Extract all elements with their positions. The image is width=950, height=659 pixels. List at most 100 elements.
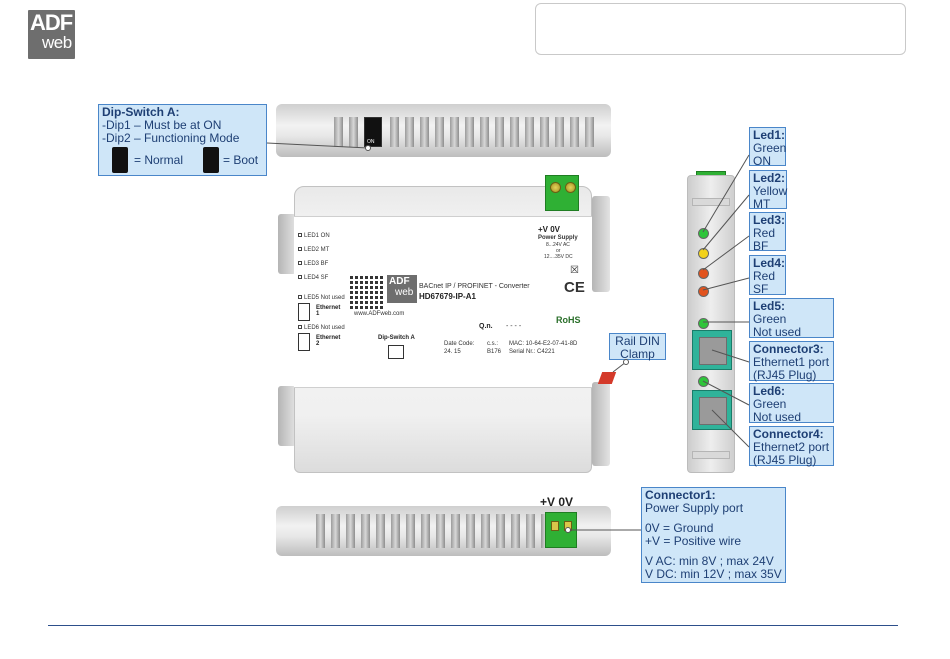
cs-value: B176 — [487, 349, 502, 355]
dip-switch-a-icon — [388, 345, 404, 359]
led5-text: LED5 Not used — [298, 295, 345, 301]
right-clip-bottom — [592, 382, 610, 466]
side-bottom-plate — [692, 451, 730, 459]
callout-led6: Led6: Green Not used — [749, 383, 834, 424]
callout-title: Led6: — [753, 384, 786, 398]
callout-title: Led5: — [753, 299, 786, 313]
callout-led2: Led2: Yellow MT — [749, 170, 788, 211]
callout-line: Ethernet2 port — [753, 440, 830, 454]
rohs-mark: RoHS — [556, 315, 581, 325]
mini-logo-adf: ADF — [389, 276, 410, 287]
rail-din-clamp — [597, 372, 617, 384]
callout-line: Not used — [753, 325, 802, 339]
power-terminal-label: +V 0V — [538, 225, 561, 234]
terminal-slot — [551, 521, 559, 531]
callout-title: Led2: — [753, 171, 786, 185]
led3-indicator — [698, 268, 709, 279]
callout-led5: Led5: Green Not used — [749, 298, 834, 339]
callout-line: -Dip1 – Must be at ON — [102, 118, 222, 132]
callout-dip-switch: Dip-Switch A: -Dip1 – Must be at ON -Dip… — [98, 104, 267, 176]
dip-normal-icon — [112, 147, 128, 173]
top-rail-fins — [334, 117, 358, 147]
callout-line: MT — [753, 197, 771, 211]
led1-text: LED1 ON — [298, 233, 330, 239]
callout-title: Led1: — [753, 128, 786, 142]
led4-indicator — [698, 286, 709, 297]
callout-title: Connector3: — [753, 342, 824, 356]
module-mini-logo: ADF web — [387, 275, 417, 303]
callout-led1: Led1: Green ON — [749, 127, 787, 168]
power-terminal-bottom — [545, 512, 577, 548]
bottom-rail-fins — [316, 514, 550, 548]
weee-icon: ☒ — [570, 265, 579, 276]
mini-logo-web: web — [395, 287, 414, 298]
power-dc-label: 12....35V DC — [544, 254, 573, 260]
callout-line: Red — [753, 226, 776, 240]
callout-line: Red — [753, 269, 776, 283]
led2-text: LED2 MT — [298, 247, 329, 253]
side-top-plate — [692, 198, 730, 206]
callout-line: Power Supply port — [645, 501, 744, 515]
led2-indicator — [698, 248, 709, 259]
top-rail-fins-right — [390, 117, 594, 147]
product-name: BACnet IP / PROFINET - Converter — [419, 283, 530, 290]
callout-line: Clamp — [620, 347, 655, 361]
power-or-label: or — [556, 248, 561, 254]
qr-code-mask — [350, 275, 384, 309]
logo-adf-text: ADF — [30, 10, 73, 35]
ethernet1-rj45-port — [692, 330, 732, 370]
ce-mark: CE — [564, 279, 585, 296]
top-dip-on-label: ON — [367, 139, 375, 145]
led5-indicator — [698, 318, 709, 329]
callout-line: -Dip2 – Functioning Mode — [102, 131, 240, 145]
terminal-slot — [564, 521, 572, 531]
callout-title: Dip-Switch A: — [102, 105, 180, 119]
screw-icon — [565, 182, 576, 193]
callout-line: Green — [753, 397, 787, 411]
bottom-terminal-label: +V 0V — [540, 495, 574, 509]
dip-boot-label: = Boot — [223, 153, 259, 167]
callout-line: 0V = Ground — [645, 521, 714, 535]
callout-title: Led4: — [753, 256, 786, 270]
product-code: HD67679-IP-A1 — [419, 292, 476, 301]
dip-boot-icon — [203, 147, 219, 173]
callout-line: Green — [753, 312, 787, 326]
dip-switch-a-label: Dip-Switch A — [378, 335, 415, 341]
led1-indicator — [698, 228, 709, 239]
qn-value: - - - - — [506, 323, 522, 330]
led4-text: LED4 SF — [298, 275, 328, 281]
callout-line: Yellow — [753, 184, 788, 198]
callout-title: Led3: — [753, 213, 786, 227]
callout-connector4: Connector4: Ethernet2 port (RJ45 Plug) — [749, 426, 834, 467]
power-supply-label: Power Supply — [538, 235, 578, 241]
screw-icon — [550, 182, 561, 193]
callout-title: Connector1: — [645, 488, 716, 502]
callout-line: Green — [753, 141, 787, 155]
ethernet2-text: Ethernet 2 — [316, 335, 341, 347]
led6-indicator — [698, 376, 709, 387]
website-text: www.ADFweb.com — [354, 311, 405, 317]
top-rail-view: ON — [276, 104, 611, 157]
callout-rail-din: Rail DIN Clamp — [609, 333, 666, 361]
callout-line: (RJ45 Plug) — [753, 368, 817, 382]
callout-title: Connector4: — [753, 427, 824, 441]
led3-text: LED3 BF — [298, 261, 328, 267]
header-empty-box — [535, 3, 906, 55]
module-front-view: LED1 ON LED2 MT LED3 BF LED4 SF LED5 Not… — [276, 186, 611, 473]
qn-label: Q.n. — [479, 323, 493, 330]
callout-line: V DC: min 12V ; max 35V — [645, 567, 782, 581]
ethernet2-icon — [298, 333, 310, 351]
callout-led3: Led3: Red BF — [749, 212, 786, 253]
power-terminal-top — [545, 175, 579, 211]
callout-line: (RJ45 Plug) — [753, 453, 817, 467]
callout-line: ON — [753, 154, 771, 168]
footer-divider — [48, 625, 898, 626]
dip-normal-label: = Normal — [134, 153, 184, 167]
adfweb-logo: ADF web — [28, 10, 75, 59]
callout-line: +V = Positive wire — [645, 534, 742, 548]
callout-line: Ethernet1 port — [753, 355, 830, 369]
callout-line: V AC: min 8V ; max 24V — [645, 554, 774, 568]
date-code-value: 24. 15 — [444, 349, 461, 355]
callout-line: Rail DIN — [615, 334, 660, 348]
module-side-view — [687, 175, 735, 473]
